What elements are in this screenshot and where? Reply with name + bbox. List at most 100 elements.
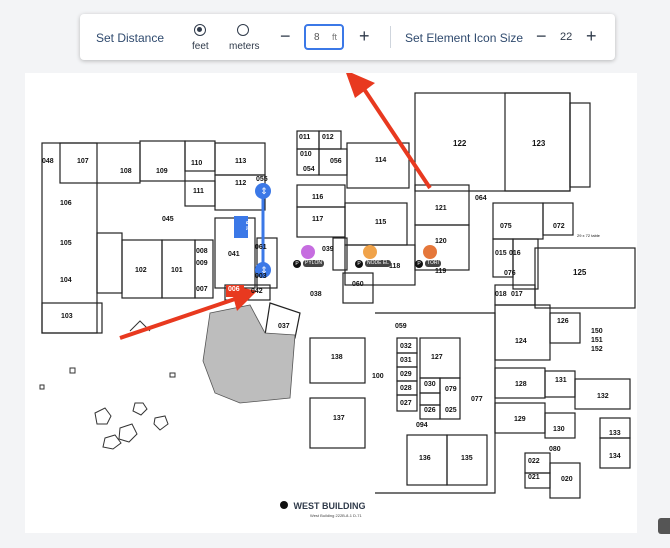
room-label: 122 — [453, 139, 467, 148]
node-poi-icon[interactable] — [363, 245, 377, 259]
poi-label: PYLON — [303, 260, 324, 267]
icon-size-value: 22 — [560, 31, 573, 43]
room-label: 075 — [500, 223, 512, 230]
measure-end-handle[interactable]: ⇕ — [260, 265, 268, 275]
distance-unit: ft — [331, 32, 337, 42]
room-label: 109 — [156, 168, 168, 175]
room-label: 060 — [352, 281, 364, 288]
room-label: 124 — [515, 338, 527, 345]
room-label: 111 — [193, 188, 204, 195]
room-label: 039 — [322, 246, 334, 253]
room-label: 113 — [235, 158, 247, 165]
room-label: 126 — [557, 318, 569, 325]
room-label: 101 — [171, 267, 183, 274]
room-label: 102 — [135, 267, 147, 274]
distance-increase-button[interactable]: + — [359, 26, 370, 46]
room-label: 112 — [235, 180, 247, 187]
poi-badge-icon: P — [415, 260, 423, 268]
room-label: 017 — [511, 291, 523, 298]
room-label: 054 — [303, 166, 315, 173]
room-label: 007 — [196, 286, 208, 293]
room-label: 048 — [42, 158, 54, 165]
tori-poi-icon[interactable] — [423, 245, 437, 259]
room-label: 133 — [609, 430, 621, 437]
icon-size-increase-button[interactable]: + — [586, 26, 597, 46]
room-label: 121 — [435, 205, 447, 212]
room-label: 015 — [495, 250, 507, 257]
room-label: 037 — [278, 323, 290, 330]
room-label: 027 — [400, 400, 412, 407]
room-label: 009 — [196, 260, 208, 267]
distance-decrease-button[interactable]: − — [280, 26, 291, 46]
room-label: 016 — [509, 250, 521, 257]
poi-badge-icon: P — [355, 260, 363, 268]
room-label: 012 — [322, 134, 334, 141]
room-label: 020 — [561, 476, 573, 483]
room-label: 041 — [228, 251, 240, 258]
icon-size-label: Set Element Icon Size — [405, 31, 524, 45]
meters-radio[interactable] — [237, 24, 249, 36]
room-label: 123 — [532, 139, 546, 148]
room-label: 107 — [77, 158, 89, 165]
room-label: 032 — [400, 343, 412, 350]
measure-label: 8 ft — [244, 221, 250, 230]
room-label: 008 — [196, 248, 208, 255]
room-label: 105 — [60, 240, 72, 247]
room-label: 079 — [445, 386, 457, 393]
pylon-poi-icon[interactable] — [301, 245, 315, 259]
room-label: 108 — [120, 168, 132, 175]
side-panel-toggle[interactable] — [658, 518, 670, 534]
measure-start-handle[interactable]: ⇕ — [260, 186, 268, 196]
room-label: 132 — [597, 393, 609, 400]
room-label: 138 — [331, 354, 343, 361]
room-label: 118 — [389, 263, 401, 270]
distance-input[interactable]: 8 ft — [304, 24, 344, 50]
room-label: 030 — [424, 381, 436, 388]
room-label: 022 — [528, 458, 540, 465]
room-label: 003 — [255, 273, 267, 280]
room-label: 104 — [60, 277, 72, 284]
poi-label: TORI — [425, 260, 441, 267]
room-label: 061 — [255, 244, 267, 251]
room-label: 137 — [333, 415, 345, 422]
room-label: 152 — [591, 346, 603, 353]
floor-plan-map[interactable]: 8 ft 048 107 108 109 110 113 011 012 010… — [25, 73, 637, 533]
toolbar-divider — [390, 26, 391, 48]
room-label: 006 — [228, 286, 240, 293]
room-label: 059 — [395, 323, 407, 330]
room-label: 119 — [435, 268, 447, 275]
room-label: 117 — [312, 216, 324, 223]
room-label: 150 — [591, 328, 603, 335]
feet-radio[interactable] — [194, 24, 206, 36]
building-footer: West Building 222B-8-1 D-71 — [310, 513, 362, 518]
room-label: 064 — [475, 195, 487, 202]
room-label: 128 — [515, 381, 527, 388]
room-label: 029 — [400, 371, 412, 378]
icon-size-decrease-button[interactable]: − — [536, 26, 547, 46]
room-label: 103 — [61, 313, 73, 320]
room-label: 135 — [461, 455, 473, 462]
feet-label: feet — [192, 41, 209, 52]
room-label: 106 — [60, 200, 72, 207]
room-label: 045 — [162, 216, 174, 223]
room-label: 127 — [431, 354, 443, 361]
room-label: 038 — [310, 291, 322, 298]
room-label: 025 — [445, 407, 457, 414]
floor-plan-outline — [39, 73, 636, 499]
building-title: WEST BUILDING — [280, 501, 390, 511]
table-note: 29 x 72 table — [577, 233, 600, 238]
room-label: 028 — [400, 385, 412, 392]
room-label: 021 — [528, 474, 540, 481]
poi-badge-icon: P — [293, 260, 301, 268]
poi-label: NODE EL — [365, 260, 391, 267]
room-label: 120 — [435, 238, 447, 245]
room-label: 110 — [191, 160, 203, 167]
room-label: 080 — [549, 446, 561, 453]
set-distance-label: Set Distance — [96, 31, 165, 45]
room-label: 125 — [573, 268, 587, 277]
room-label: 116 — [312, 194, 324, 201]
room-label: 056 — [330, 158, 342, 165]
room-label: 131 — [555, 377, 567, 384]
room-label: 136 — [419, 455, 431, 462]
room-label: 094 — [416, 422, 428, 429]
